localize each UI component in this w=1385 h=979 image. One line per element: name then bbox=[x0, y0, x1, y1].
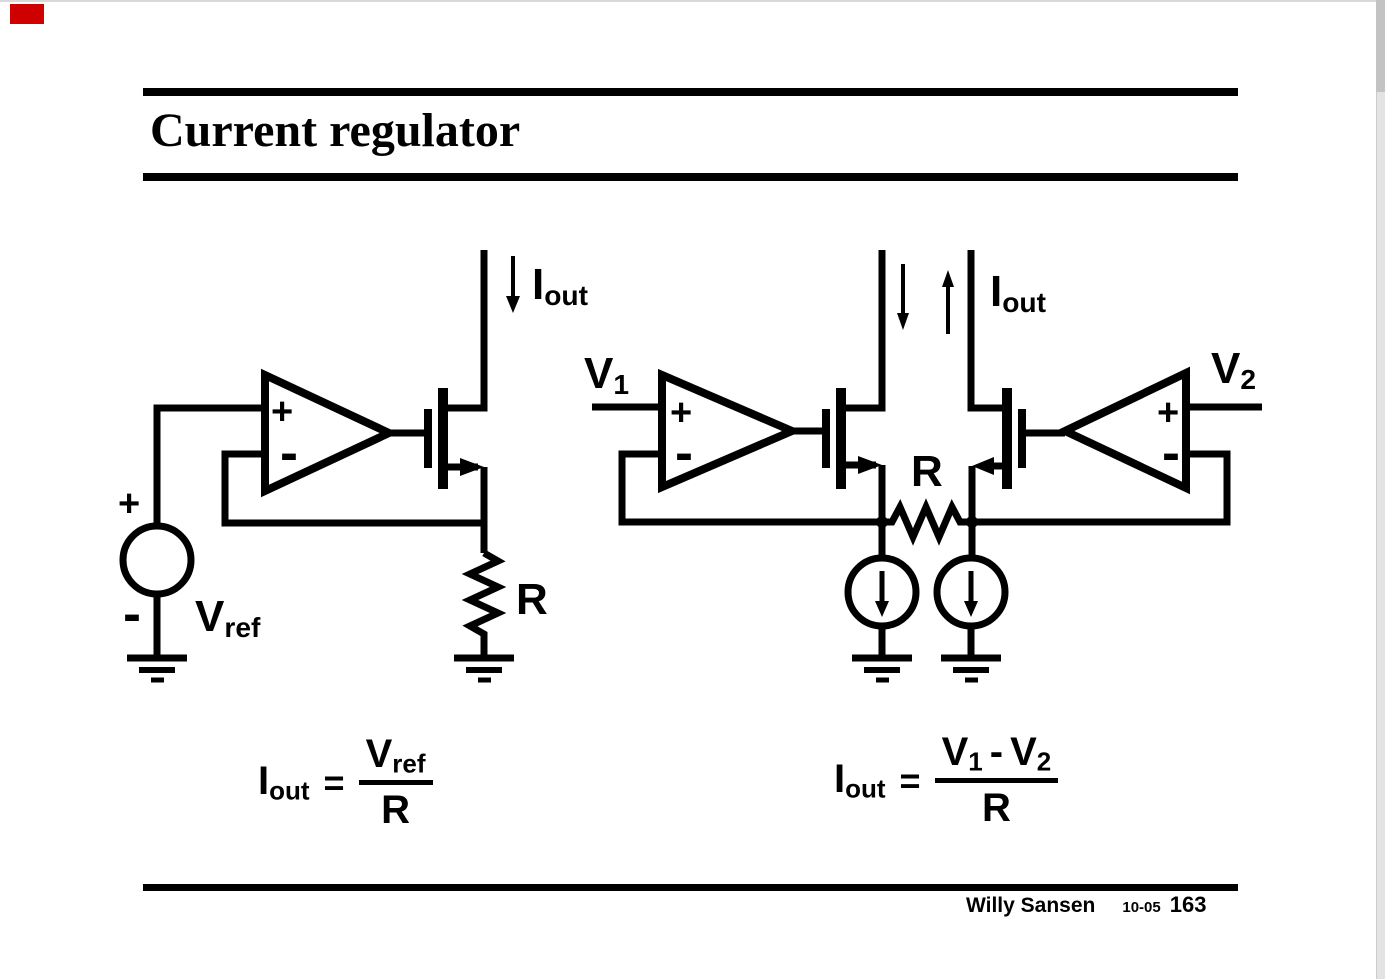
fraction: V1-V2 R bbox=[934, 729, 1059, 832]
fraction-numerator: V1-V2 bbox=[941, 730, 1052, 777]
iout-label: Iout bbox=[990, 267, 1047, 319]
up-arrow-head bbox=[942, 270, 954, 287]
feedback-wire bbox=[221, 450, 484, 527]
left-feedback-wire bbox=[618, 450, 882, 526]
resistor-label: R bbox=[911, 447, 943, 496]
footer-author: Willy Sansen bbox=[966, 894, 1096, 917]
left-opamp-minus-label: - bbox=[675, 423, 693, 483]
left-source-arrow bbox=[858, 456, 882, 474]
formula-lhs: Iout bbox=[834, 757, 886, 805]
ground-symbol bbox=[127, 654, 187, 683]
left-opamp-triangle bbox=[658, 368, 803, 494]
v2-label: V2 bbox=[1211, 344, 1257, 396]
right-opamp-minus-label: - bbox=[1162, 423, 1180, 483]
current-source-arrow-head bbox=[875, 601, 889, 617]
page-right-edge bbox=[1376, 0, 1385, 979]
fraction-denominator: R bbox=[981, 786, 1011, 831]
right-circuit-schematic bbox=[592, 250, 1262, 683]
right-formula: Iout = V1-V2 R bbox=[834, 729, 1059, 832]
left-circuit-schematic bbox=[119, 250, 520, 683]
equals-sign: = bbox=[323, 761, 345, 803]
noninv-input-wire bbox=[153, 404, 265, 527]
left-drain-wire bbox=[841, 250, 886, 412]
right-source-arrow bbox=[972, 457, 994, 475]
v1-label: V1 bbox=[584, 349, 630, 401]
page-right-edge-corner bbox=[1376, 0, 1385, 92]
fraction-denominator: R bbox=[381, 788, 410, 833]
ground-symbol bbox=[454, 654, 514, 683]
right-opamp-triangle bbox=[1055, 366, 1190, 495]
footer-course-code: 10-05 bbox=[1122, 899, 1161, 916]
ground-symbol bbox=[852, 654, 912, 683]
left-opamp-plus-label: + bbox=[670, 392, 693, 434]
opamp-plus-label: + bbox=[271, 391, 294, 433]
opamp-minus-label: - bbox=[280, 423, 298, 483]
resistor-zigzag bbox=[461, 549, 507, 658]
red-marker bbox=[10, 4, 44, 24]
resistor-label: R bbox=[516, 575, 548, 624]
iout-arrow-head bbox=[506, 296, 520, 313]
opamp-triangle bbox=[261, 368, 399, 498]
ground-symbol bbox=[941, 654, 1001, 683]
formula-lhs: Iout bbox=[258, 759, 310, 807]
node-dot bbox=[876, 516, 888, 528]
footer-rule bbox=[143, 884, 1238, 891]
equals-sign: = bbox=[899, 759, 921, 801]
slide-title: Current regulator bbox=[150, 104, 521, 157]
fraction: Vref R bbox=[358, 731, 433, 834]
resistor-zigzag bbox=[882, 498, 972, 546]
vref-label: Vref bbox=[195, 592, 261, 644]
current-source-arrow-head bbox=[964, 601, 978, 617]
right-drain-wire bbox=[967, 250, 1007, 412]
title-rule-top bbox=[143, 88, 1238, 96]
footer: Willy Sansen 10-05 163 bbox=[966, 892, 1206, 918]
fraction-numerator: Vref bbox=[365, 732, 426, 779]
down-arrow-head bbox=[897, 313, 909, 330]
title-rule-bottom bbox=[143, 173, 1238, 181]
vref-minus-label: - bbox=[123, 584, 141, 644]
fraction-bar bbox=[934, 778, 1059, 784]
drain-wire bbox=[443, 250, 488, 412]
right-feedback-wire bbox=[972, 450, 1231, 526]
vref-plus-label: + bbox=[118, 483, 141, 525]
source-arrow bbox=[460, 458, 484, 476]
right-opamp-plus-label: + bbox=[1157, 392, 1180, 434]
iout-label: Iout bbox=[532, 260, 589, 312]
page-top-edge bbox=[0, 0, 1385, 2]
footer-page-number: 163 bbox=[1169, 892, 1207, 917]
left-formula: Iout = Vref R bbox=[258, 731, 433, 834]
fraction-bar bbox=[358, 780, 433, 786]
